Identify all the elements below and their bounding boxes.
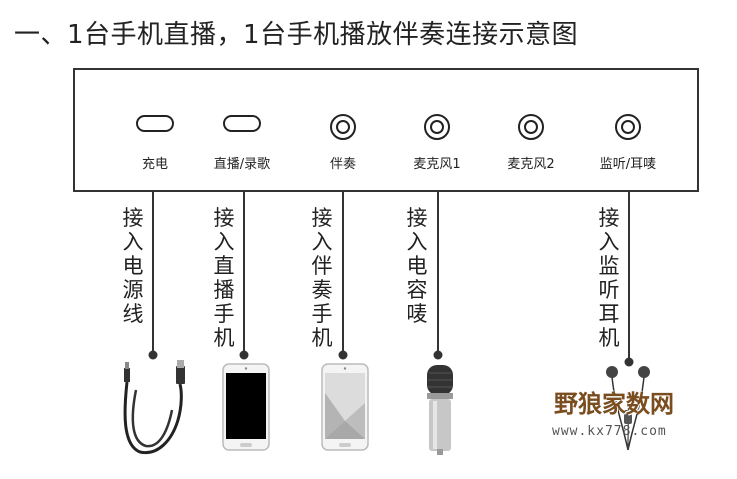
label-power-cable: 接入电源线	[122, 206, 144, 326]
accompaniment-jack	[330, 114, 356, 140]
port-label-mic1: 麦克风1	[413, 157, 461, 172]
livestream-port	[223, 115, 261, 132]
wire-end-dot	[624, 357, 634, 367]
label-livestream-phone: 接入直播手机	[213, 206, 235, 350]
port-label-monitor: 监听/耳唛	[599, 157, 657, 172]
wire-accompaniment-phone	[342, 190, 344, 356]
watermark-url: www.kx778.com	[552, 424, 667, 439]
usb-cable-icon	[123, 360, 185, 455]
port-label-accompaniment: 伴奏	[329, 157, 357, 172]
wire-end-dot	[148, 350, 158, 360]
wire-end-dot	[338, 350, 348, 360]
wire-condenser-mic	[437, 190, 439, 356]
condenser-microphone-icon	[427, 365, 453, 455]
wire-earphones	[628, 190, 630, 362]
wire-power	[152, 190, 154, 356]
port-label-charge: 充电	[141, 157, 169, 172]
mic1-jack	[424, 114, 450, 140]
diagram-title: 一、1台手机直播，1台手机播放伴奏连接示意图	[14, 20, 579, 50]
smartphone-icon	[321, 363, 369, 451]
sound-card-panel: 充电 直播/录歌 伴奏 麦克风1 麦克风2 监听/耳唛	[73, 68, 699, 192]
smartphone-icon	[222, 363, 270, 451]
label-condenser-mic: 接入电容唛	[406, 206, 428, 326]
label-monitor-earphones: 接入监听耳机	[598, 206, 620, 350]
wire-end-dot	[239, 350, 249, 360]
monitor-jack	[615, 114, 641, 140]
wire-end-dot	[433, 350, 443, 360]
earphones-icon	[606, 366, 650, 451]
mic2-jack	[518, 114, 544, 140]
charging-port	[136, 115, 174, 132]
label-accompaniment-phone: 接入伴奏手机	[311, 206, 333, 350]
port-label-livestream: 直播/录歌	[213, 157, 271, 172]
port-label-mic2: 麦克风2	[507, 157, 555, 172]
watermark-logo: 野狼家数网	[554, 390, 674, 418]
watermark: 野狼家数网 www.kx778.com	[548, 380, 728, 470]
wire-livestream-phone	[243, 190, 245, 356]
